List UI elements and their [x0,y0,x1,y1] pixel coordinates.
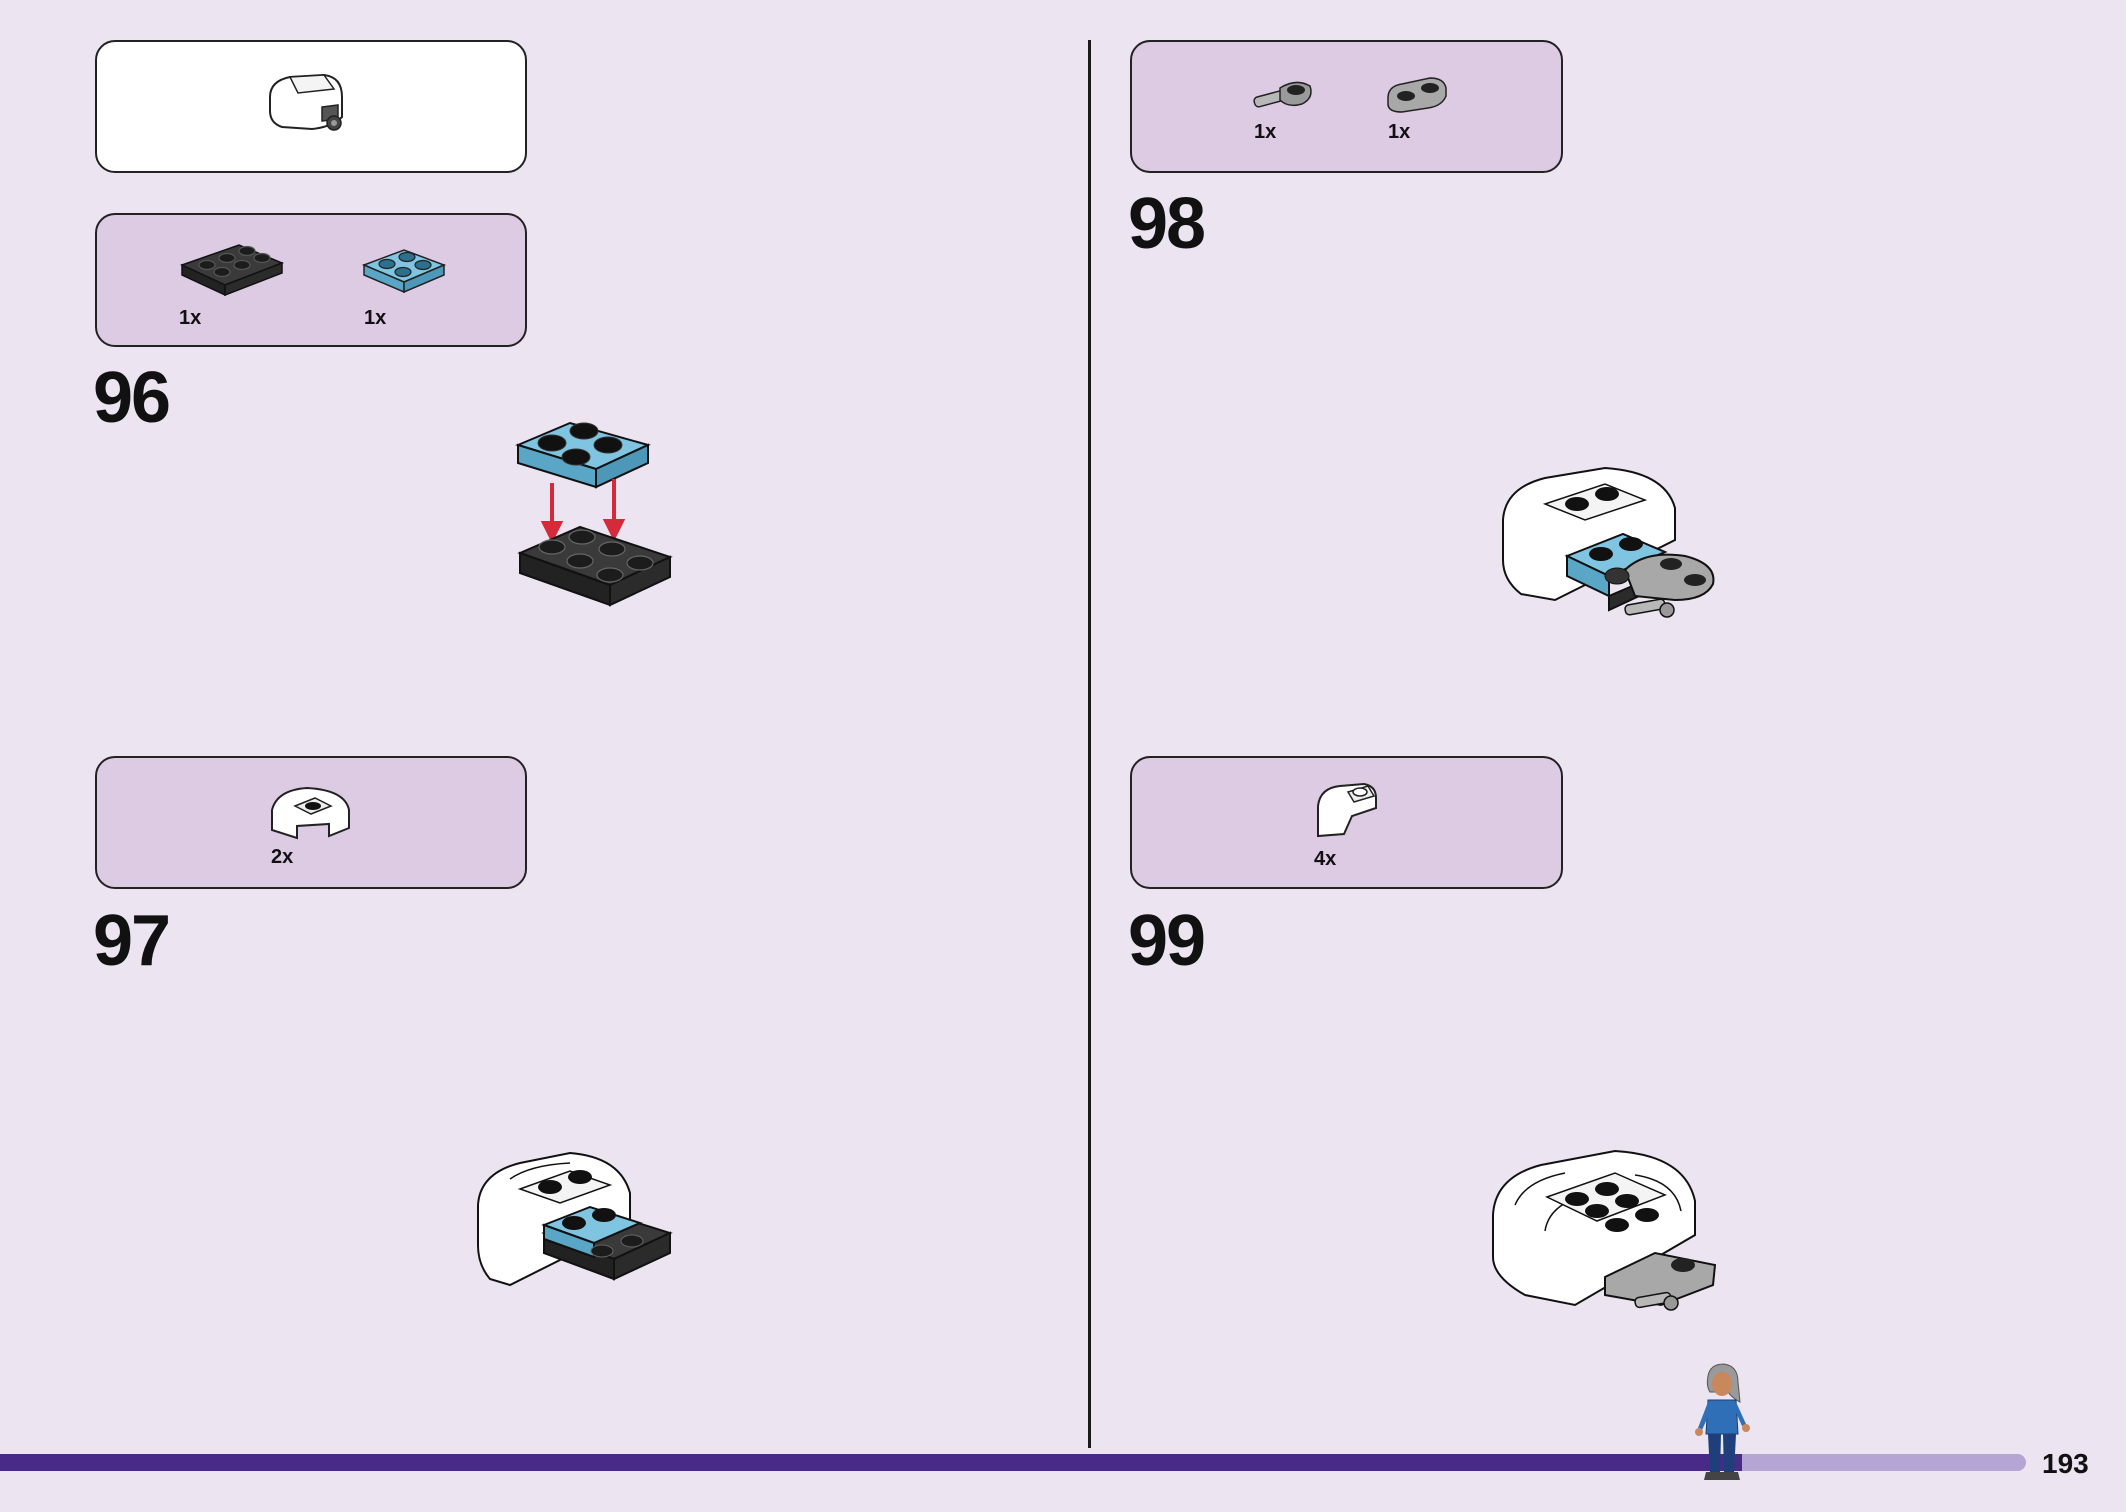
progress-bar-fill [0,1454,1743,1471]
gray-plate-with-bar-icon [1253,81,1312,108]
white-curved-brick-icon [271,786,350,840]
azure-plate-2x2-icon [361,249,447,294]
minifigure-icon [1695,1363,1750,1480]
step-97-parts-callout: 2x [95,756,527,889]
quantity-label: 1x [1388,121,1411,143]
step-number-99: 99 [1128,901,1206,981]
submodel-callout [95,40,527,173]
white-curved-slope-icon [1317,782,1377,838]
step-number-96: 96 [93,358,171,438]
page-divider [1088,40,1091,1448]
quantity-label: 2x [271,846,294,868]
step-98-assembly-illustration [1502,466,1715,618]
quantity-label: 1x [364,307,387,329]
quantity-label: 4x [1314,848,1337,870]
quantity-label: 1x [1254,121,1277,143]
step-number-97: 97 [93,901,171,981]
step-96-parts-callout: 1x 1x [95,213,527,347]
white-submodel-icon [269,73,343,131]
step-96-assembly-illustration [515,421,673,607]
step-number-98: 98 [1128,184,1206,264]
step-99-parts-callout: 4x [1130,756,1563,889]
page-number: 193 [2042,1448,2089,1479]
progress-bar [0,1454,2026,1471]
quantity-label: 1x [179,307,202,329]
black-plate-2x3-icon [180,244,285,297]
step-99-assembly-illustration [1492,1149,1717,1311]
gray-plate-1x2-round-icon [1387,77,1447,113]
step-97-assembly-illustration [477,1151,673,1287]
step-98-parts-callout: 1x 1x [1130,40,1563,173]
